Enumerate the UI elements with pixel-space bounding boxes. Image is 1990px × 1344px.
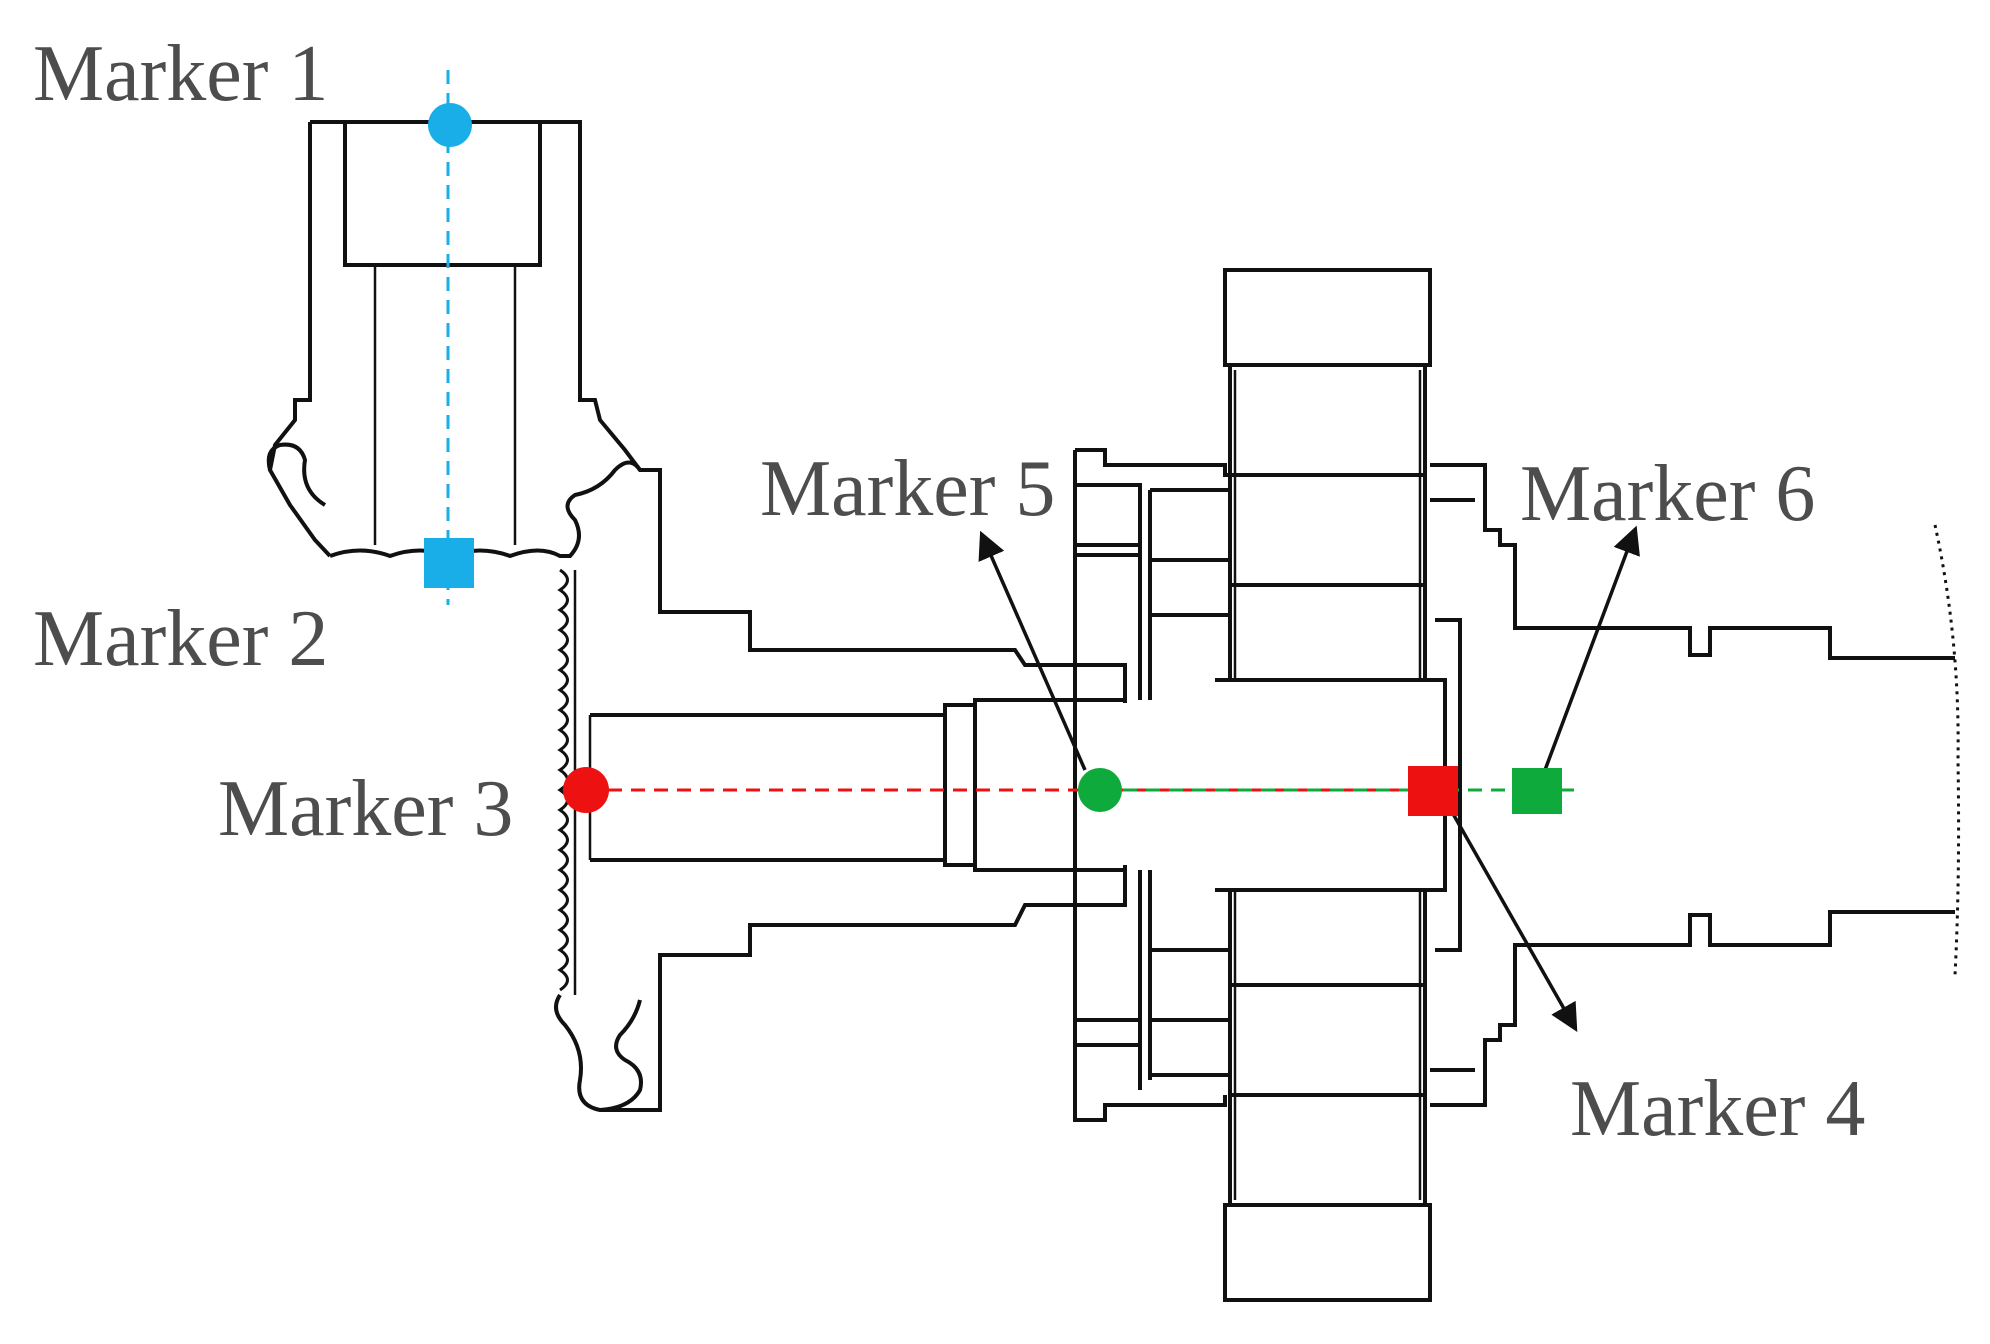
right-housing [1430,463,1961,1107]
marker-6-square [1512,768,1562,814]
marker-5-label: Marker 5 [760,445,1055,533]
marker-1-label: Marker 1 [33,30,328,118]
arrow-marker-5 [978,530,1087,771]
marker-3-label: Marker 3 [218,765,513,853]
marker-4-square [1408,766,1458,816]
central-hub [1073,448,1447,1122]
horizontal-shaft [590,698,1125,872]
arrow-marker-6 [1543,525,1640,771]
annotation-arrows [978,525,1640,1033]
rotor-stack [1223,268,1432,1302]
measurement-axes [446,70,1580,792]
marker-6-label: Marker 6 [1520,450,1815,538]
marker-3-dot [563,767,609,813]
vertical-housing [266,120,1127,703]
marker-2-label: Marker 2 [33,595,328,683]
marker-5-dot [1078,768,1122,812]
marker-2-square [424,538,474,588]
marker-1-dot [428,103,472,147]
marker-symbols [424,103,1562,816]
marker-4-label: Marker 4 [1570,1065,1865,1153]
arrow-marker-4 [1450,811,1578,1033]
marker-labels: Marker 1 Marker 2 Marker 3 Marker 4 Mark… [33,30,1865,1153]
